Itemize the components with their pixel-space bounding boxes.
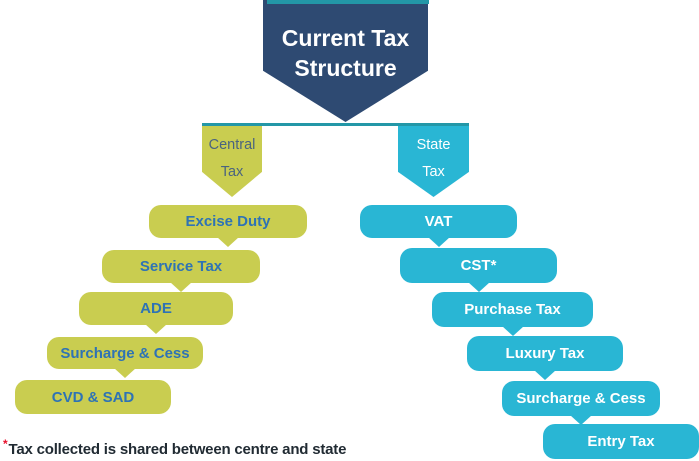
node-luxury-tax: Luxury Tax — [467, 336, 623, 380]
node-tail-pointer — [467, 282, 490, 292]
title-banner: Current Tax Structure — [263, 0, 428, 122]
node-tail-pointer — [427, 237, 450, 247]
node-purchase-tax: Purchase Tax — [432, 292, 593, 336]
node-cst: CST* — [400, 248, 557, 292]
node-tail-pointer — [570, 415, 592, 425]
node-label: VAT — [424, 213, 453, 230]
footnote-asterisk: * — [3, 437, 8, 451]
footnote-text: Tax collected is shared between centre a… — [8, 441, 347, 458]
node-label: ADE — [140, 300, 172, 317]
node-ade: ADE — [79, 292, 233, 334]
node-label: Purchase Tax — [464, 301, 561, 318]
page-title-line1: Current Tax — [281, 25, 410, 51]
node-label: Surcharge & Cess — [516, 390, 646, 407]
node-surcharge-cess-state: Surcharge & Cess — [502, 381, 660, 425]
central-tax-label-line1: Central — [208, 137, 256, 153]
node-label: Excise Duty — [185, 213, 271, 230]
state-tax-pennant: State Tax — [398, 123, 469, 197]
node-vat: VAT — [360, 205, 517, 247]
node-label: Luxury Tax — [505, 345, 585, 362]
node-surcharge-cess-central: Surcharge & Cess — [47, 337, 203, 378]
page-title-line2: Structure — [294, 55, 397, 81]
central-tax-label-line2: Tax — [220, 164, 244, 180]
branch-connector-line — [202, 123, 469, 126]
state-tax-label-line1: State — [416, 137, 451, 153]
state-tax-label-line2: Tax — [422, 164, 445, 180]
node-label: Entry Tax — [587, 433, 655, 450]
footnote: *Tax collected is shared between centre … — [3, 437, 346, 458]
node-excise-duty: Excise Duty — [149, 205, 307, 247]
node-label: Service Tax — [139, 258, 223, 275]
banner-accent-bar — [267, 0, 429, 4]
node-tail-pointer — [170, 282, 192, 292]
node-tail-pointer — [501, 326, 524, 336]
node-service-tax: Service Tax — [102, 250, 260, 292]
central-tax-pennant: Central Tax — [202, 123, 262, 197]
node-label: CST* — [460, 257, 497, 274]
node-cvd-sad: CVD & SAD — [15, 380, 171, 414]
node-tail-pointer — [534, 370, 556, 380]
node-tail-pointer — [217, 237, 239, 247]
node-tail-pointer — [114, 368, 136, 378]
node-entry-tax: Entry Tax — [543, 424, 699, 459]
node-tail-pointer — [145, 324, 167, 334]
node-label: CVD & SAD — [51, 388, 135, 406]
node-label: Surcharge & Cess — [60, 344, 190, 362]
